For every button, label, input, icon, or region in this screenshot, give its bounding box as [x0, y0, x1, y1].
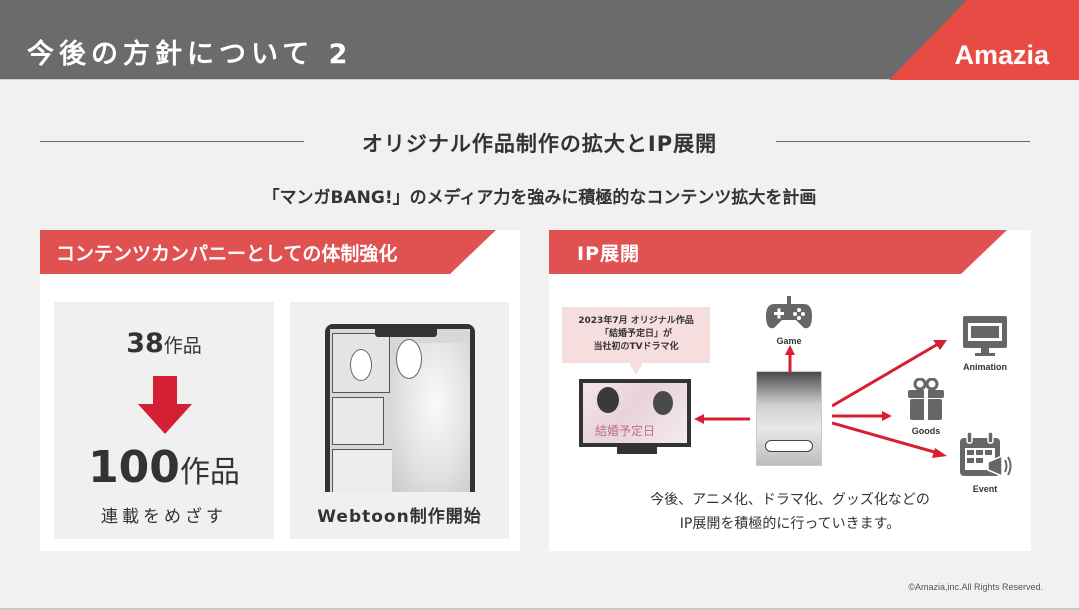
manga-panel [332, 449, 394, 492]
ip-description: 今後、アニメ化、ドラマ化、グッズ化などの IP展開を積極的に行っていきます。 [549, 488, 1031, 536]
callout-line-3: 当社初のTVドラマ化 [593, 342, 679, 352]
arrow-to-event-icon [832, 421, 947, 458]
slide-header: 今後の方針について 2 Amazia [0, 0, 1079, 80]
event-label: Event [972, 484, 998, 494]
callout-tail [629, 363, 643, 375]
calendar-megaphone-icon [960, 431, 1012, 478]
content-company-panel: コンテンツカンパニーとしての体制強化 38作品 100作品 連載をめざす Web… [40, 230, 520, 551]
webtoon-phone-illustration [325, 324, 475, 492]
manga-screen-image [330, 329, 470, 492]
panel-ribbon-ip: IP展開 [549, 230, 1007, 274]
current-count-unit: 作品 [163, 335, 202, 357]
manga-panel [332, 397, 384, 445]
goods-label: Goods [911, 426, 941, 436]
slide-title: 今後の方針について 2 [27, 39, 353, 70]
tv-drama-still: 結婚予定日 [583, 383, 687, 443]
ip-target-event: Event [957, 431, 1013, 494]
actor-figure [597, 387, 619, 413]
tv-drama-callout: 2023年7月 オリジナル作品 「結婚予定日」が 当社初のTVドラマ化 [562, 307, 710, 363]
ip-description-line-1: 今後、アニメ化、ドラマ化、グッズ化などの [650, 492, 930, 508]
ip-target-game: Game [764, 296, 814, 346]
brand-logo: Amazia [954, 40, 1049, 70]
ip-expansion-panel: IP展開 2023年7月 オリジナル作品 「結婚予定日」が 当社初のTVドラマ化… [549, 230, 1031, 551]
tv-stand [617, 447, 657, 454]
callout-line-1: 2023年7月 オリジナル作品 [578, 316, 694, 326]
cover-logo [765, 440, 813, 452]
arrow-to-tv-icon [694, 414, 750, 424]
tv-illustration: 結婚予定日 [579, 379, 691, 447]
target-count-value: 100 [88, 442, 180, 493]
panel-ribbon-content-company: コンテンツカンパニーとしての体制強化 [40, 230, 496, 274]
webtoon-caption: Webtoon制作開始 [317, 507, 482, 527]
tv-drama-title: 結婚予定日 [595, 424, 656, 438]
current-works-count: 38作品 [54, 328, 274, 359]
gamepad-icon [766, 296, 812, 329]
target-count-unit: 作品 [179, 455, 240, 490]
copyright-notice: ©Amazia,inc.All Rights Reserved. [908, 582, 1043, 592]
gift-icon [908, 377, 944, 420]
webtoon-card: Webtoon制作開始 [290, 302, 509, 539]
manga-cover-image [756, 371, 822, 466]
arrow-to-goods-icon [832, 411, 892, 421]
title-rule-right [776, 141, 1030, 142]
speech-balloon [396, 339, 422, 379]
works-caption: 連載をめざす [101, 507, 227, 527]
arrow-to-animation-icon [832, 340, 947, 408]
title-rule-left [40, 141, 304, 142]
actress-figure [653, 391, 673, 415]
current-count-value: 38 [126, 328, 164, 359]
target-works-count: 100作品 [54, 442, 274, 493]
ip-target-goods: Goods [903, 377, 949, 436]
ip-target-animation: Animation [952, 316, 1018, 372]
speech-balloon [350, 349, 372, 381]
arrow-to-game-icon [785, 345, 795, 373]
works-count-card: 38作品 100作品 連載をめざす [54, 302, 274, 539]
callout-line-2: 「結婚予定日」が [599, 329, 672, 339]
section-title: オリジナル作品制作の拡大とIP展開 [361, 132, 718, 156]
footer-divider [0, 608, 1079, 610]
film-monitor-icon [963, 316, 1007, 356]
phone-notch [375, 329, 437, 337]
animation-label: Animation [963, 362, 1007, 372]
section-subtitle: 「マンガBANG!」のメディア力を強みに積極的なコンテンツ拡大を計画 [262, 188, 817, 208]
down-arrow-icon [138, 376, 192, 434]
game-label: Game [776, 336, 802, 346]
ip-description-line-2: IP展開を積極的に行っていきます。 [679, 516, 901, 532]
